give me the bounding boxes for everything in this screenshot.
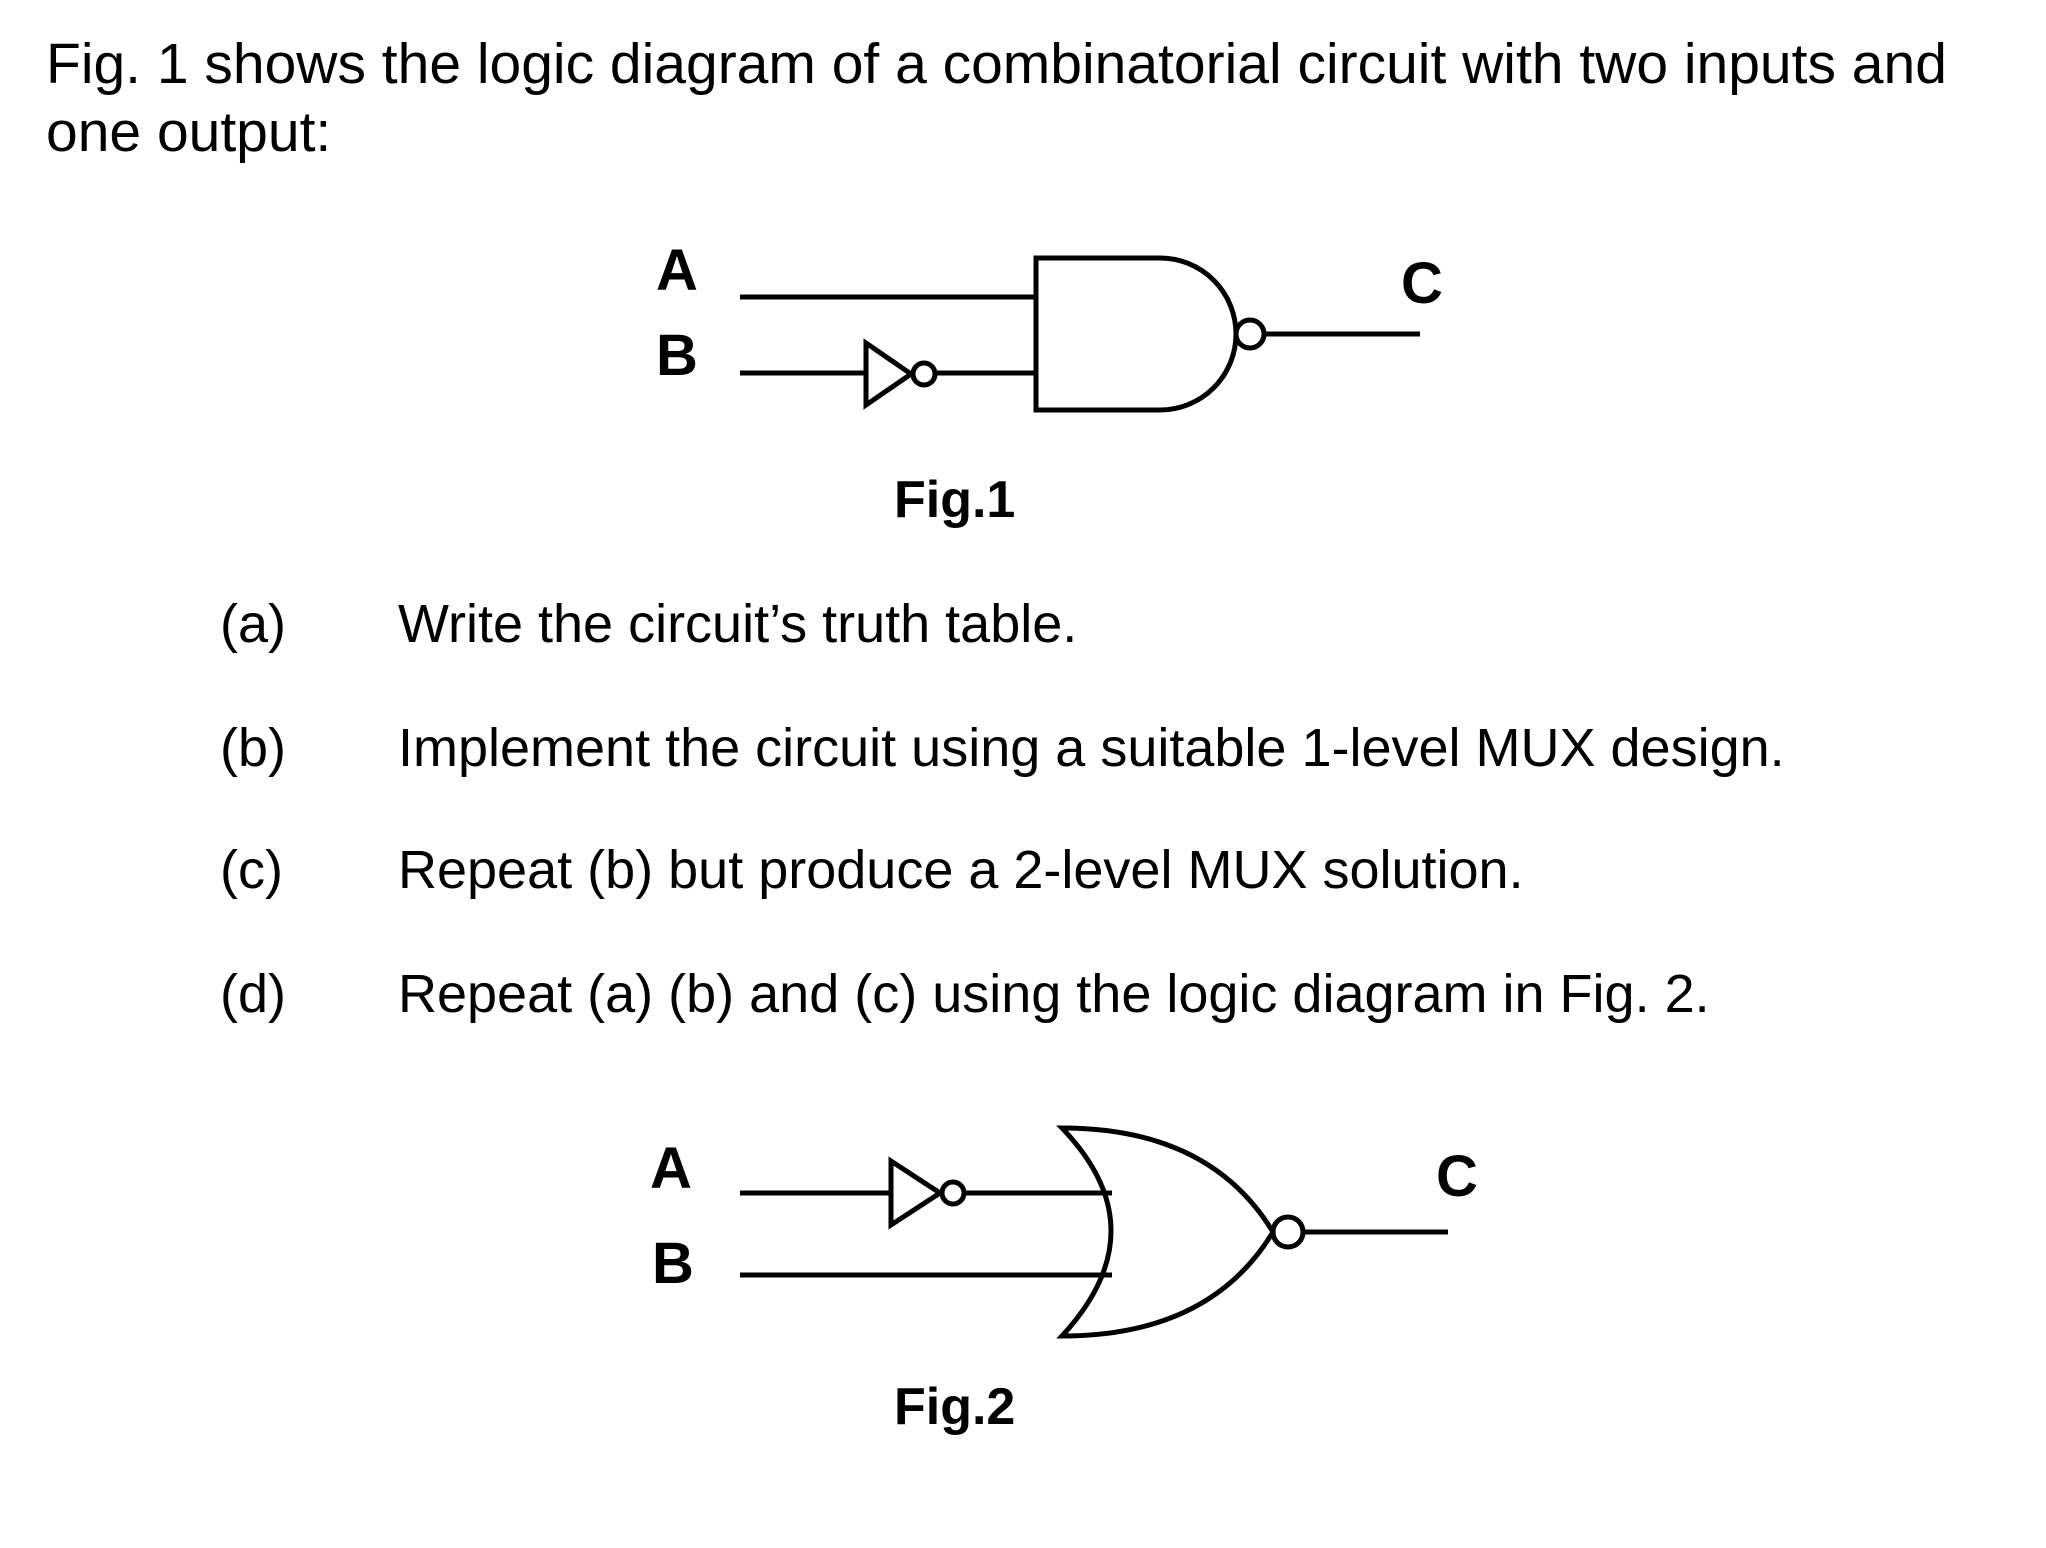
fig2-label-b: B [652,1231,694,1296]
fig2-inverter-triangle [888,1156,945,1230]
intro-paragraph: Fig. 1 shows the logic diagram of a comb… [46,30,2036,166]
fig2-caption: Fig.2 [894,1378,1015,1436]
fig1-label-b: B [656,323,698,388]
fig1-label-a: A [656,238,698,303]
fig2-label-a: A [650,1136,692,1201]
fig2-nor-gate-body [1056,1125,1276,1339]
fig1-inverter-bubble [910,360,938,388]
fig1-nand-bubble [1233,317,1267,351]
fig1-caption: Fig.1 [894,471,1015,529]
fig1-label-c: C [1401,251,1443,316]
fig2-nor-bubble [1270,1214,1306,1250]
intro-line-1: Fig. 1 shows the logic diagram of a comb… [46,32,1947,96]
fig2-label-c: C [1436,1144,1478,1209]
fig1-nand-gate-body [1033,255,1239,413]
fig1-inverter-triangle [863,338,916,410]
fig2-inverter-bubble [939,1179,967,1207]
intro-line-2: one output: [46,100,332,164]
